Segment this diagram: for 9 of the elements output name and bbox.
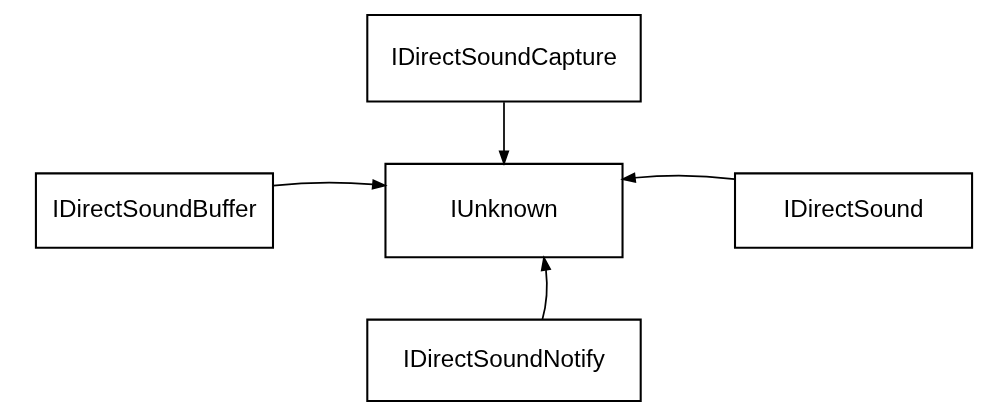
arrow (540, 255, 551, 321)
node-box: IUnknown (383, 162, 624, 259)
arrow (498, 101, 509, 166)
node-box: IDirectSoundBuffer (34, 172, 274, 249)
node-box: IDirectSoundCapture (365, 14, 642, 103)
node-box: IDirectSoundNotify (365, 318, 642, 402)
node-box: IDirectSound (733, 172, 973, 249)
arrow (619, 172, 735, 184)
arrow (271, 178, 388, 190)
